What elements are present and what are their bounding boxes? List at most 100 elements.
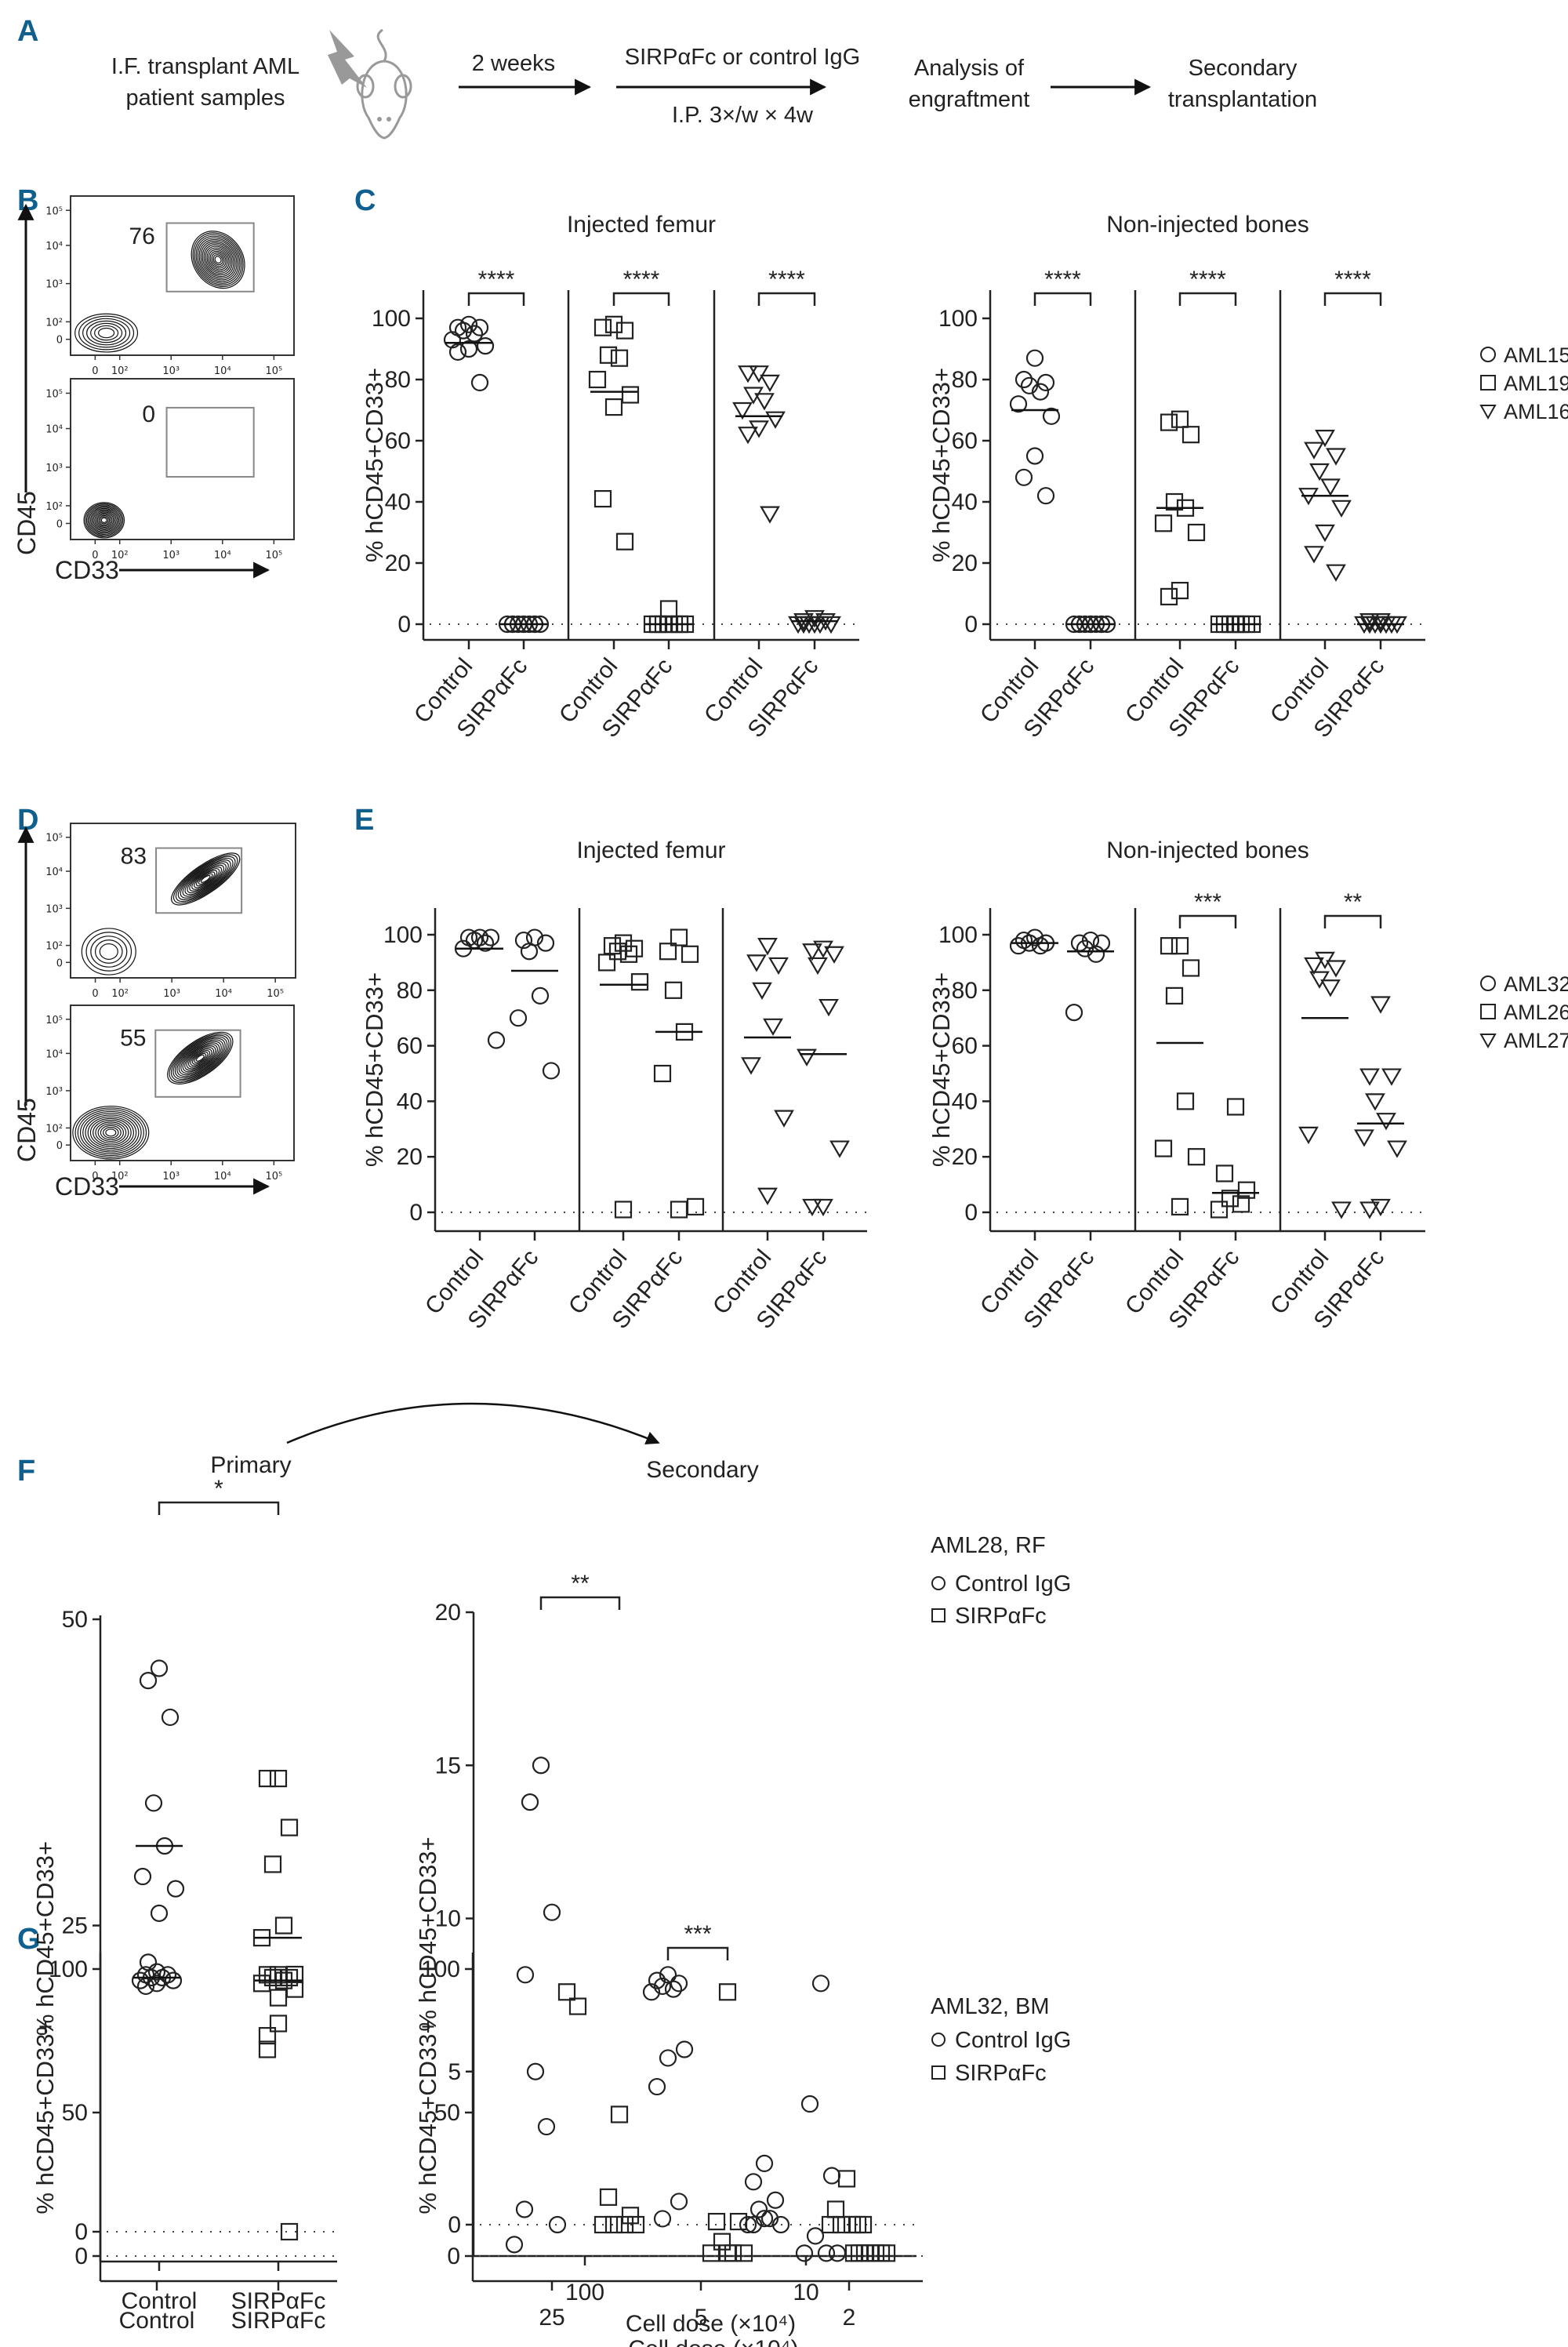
x-tick-label: 10⁵ <box>265 550 282 561</box>
significance-bracket <box>467 292 525 306</box>
data-point-square <box>854 2215 873 2234</box>
y-tick-label: 10⁵ <box>45 388 63 400</box>
data-point-triangle <box>1309 463 1330 481</box>
cd45-label: CD45 <box>13 491 41 555</box>
chart-title: Injected femur <box>576 837 725 863</box>
x-tick-label: 10² <box>111 1171 129 1183</box>
data-point-square <box>557 1983 576 2001</box>
x-tick-label: 10³ <box>162 1171 180 1183</box>
significance-bracket <box>1178 292 1237 306</box>
data-point-square <box>1171 410 1189 428</box>
data-point-square <box>258 2040 277 2058</box>
significance-bracket <box>666 1946 729 1960</box>
contour-line <box>85 503 124 538</box>
data-point-triangle <box>749 420 769 438</box>
data-point-square <box>593 318 612 336</box>
data-point-circle <box>459 340 478 358</box>
data-point-circle <box>476 337 495 355</box>
data-point-circle <box>817 2244 836 2262</box>
data-point-square <box>855 2244 874 2262</box>
contour-line <box>194 234 242 285</box>
contour-line <box>87 505 121 536</box>
data-point-square <box>258 1769 277 1788</box>
data-point-circle <box>1036 373 1055 391</box>
data-point-triangle <box>738 427 758 445</box>
y-axis-label: % hCD45+CD33+ <box>361 972 388 1167</box>
x-tick-label: Control <box>119 2308 195 2334</box>
data-point-square <box>615 2215 634 2234</box>
data-point-triangle <box>818 998 839 1017</box>
significance-label: **** <box>478 267 515 292</box>
data-point-circle <box>766 2191 785 2209</box>
x-tick-label: 10⁵ <box>265 365 282 377</box>
y-tick-label: 10³ <box>45 279 63 291</box>
data-point-square <box>877 2244 896 2262</box>
data-point-triangle <box>768 957 789 975</box>
data-point-circle <box>648 2077 666 2096</box>
data-point-square <box>274 1916 293 1935</box>
data-point-circle <box>1076 939 1094 957</box>
square-marker-icon <box>931 1608 946 1622</box>
contour-line <box>206 247 230 272</box>
legend-item: AML26 <box>1504 1001 1568 1024</box>
y-tick-label: 50 <box>434 2100 460 2126</box>
gate-rectangle <box>154 1029 241 1098</box>
data-point-square <box>588 370 607 389</box>
data-point-circle <box>161 1708 180 1727</box>
x-tick-label: SIRPαFc <box>231 2288 326 2314</box>
contour-line <box>83 502 125 539</box>
contour-line <box>184 863 227 896</box>
data-point-square <box>702 2244 720 2262</box>
data-point-square <box>1181 426 1200 444</box>
data-point-square <box>280 2222 299 2241</box>
data-point-circle <box>1014 370 1033 389</box>
contour-line <box>212 254 223 266</box>
plot-frame <box>70 1005 295 1161</box>
data-point-circle <box>795 2244 814 2262</box>
data-point-circle <box>166 1880 185 1898</box>
y-tick-label: 20 <box>952 550 978 576</box>
y-tick-label: 15 <box>435 1753 461 1778</box>
y-tick-label: 20 <box>952 1144 978 1170</box>
contour-line <box>85 504 122 536</box>
circle-marker-icon <box>1480 347 1496 362</box>
data-point-square <box>735 2244 753 2262</box>
data-point-triangle <box>746 954 767 972</box>
data-point-triangle <box>1320 979 1341 997</box>
circle-marker-icon <box>1480 975 1496 991</box>
contour-line <box>191 1051 209 1065</box>
contour-line <box>81 928 136 975</box>
contour-line <box>201 242 234 278</box>
data-point-triangle <box>741 1057 761 1075</box>
data-point-square <box>821 2215 840 2234</box>
y-tick-label: 0 <box>56 957 63 969</box>
legend-item: SIRPαFc <box>955 1604 1047 1629</box>
y-tick-label: 0 <box>964 1200 978 1226</box>
data-point-square <box>713 2233 731 2251</box>
contour-line <box>78 315 135 351</box>
significance-label: **** <box>768 267 805 292</box>
circle-marker-icon <box>931 2033 946 2047</box>
data-point-square <box>653 1064 672 1083</box>
significance-bracket <box>1323 292 1382 306</box>
data-point-square <box>593 2215 612 2234</box>
contour-line <box>182 861 229 897</box>
significance-label: * <box>214 1476 223 1502</box>
data-point-square <box>614 1201 633 1219</box>
data-point-square <box>1154 1139 1173 1157</box>
contour-line <box>195 1054 205 1062</box>
contour-line <box>82 1113 140 1153</box>
y-tick-label: 10³ <box>45 463 63 474</box>
data-point-triangle <box>1298 1126 1319 1145</box>
y-tick-label: 10² <box>45 501 63 513</box>
data-point-square <box>729 2212 748 2231</box>
square-marker-icon <box>1480 1004 1496 1019</box>
data-point-circle <box>1025 349 1044 367</box>
contour-line <box>90 507 118 533</box>
square-marker-icon <box>1480 375 1496 391</box>
x-tick-label: 10⁵ <box>267 988 284 1000</box>
data-point-square <box>1176 1092 1195 1110</box>
y-tick-label: 0 <box>397 612 411 638</box>
data-point-triangle <box>1326 448 1346 466</box>
